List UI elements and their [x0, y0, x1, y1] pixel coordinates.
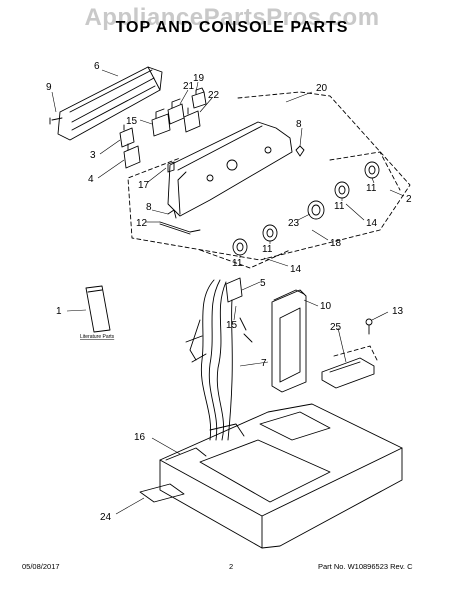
- knob-part-4: [123, 143, 141, 169]
- callout-14b: 14: [290, 264, 302, 275]
- lint-housing-part-25: [321, 357, 375, 389]
- connector-part-5: [225, 277, 243, 303]
- callout-15a: 15: [126, 116, 138, 127]
- knob-part-11d: [232, 238, 248, 256]
- literature-part-1: [85, 285, 111, 333]
- callout-11c: 11: [262, 244, 273, 255]
- callout-6: 6: [94, 61, 100, 72]
- switch-part-15a: [151, 108, 171, 137]
- callout-5: 5: [260, 278, 266, 289]
- callout-13: 13: [392, 306, 404, 317]
- callout-12: 12: [136, 218, 148, 229]
- callout-20: 20: [316, 83, 328, 94]
- callout-10: 10: [320, 301, 332, 312]
- knob-part-11c: [262, 224, 278, 242]
- knob-part-11b: [334, 181, 350, 199]
- callout-17: 17: [138, 180, 150, 191]
- callout-4: 4: [88, 174, 94, 185]
- page-title: TOP AND CONSOLE PARTS: [115, 19, 349, 36]
- switch-part-21: [167, 98, 185, 125]
- label-part-24: [139, 483, 185, 503]
- wire-harness-part-7: [185, 279, 253, 441]
- callout-18: 18: [330, 238, 342, 249]
- callout-11d: 11: [232, 258, 243, 269]
- callout-8b: 8: [146, 202, 152, 213]
- footer-page-number: 2: [229, 562, 234, 571]
- callout-11b: 11: [334, 201, 345, 212]
- callout-16: 16: [134, 432, 146, 443]
- footer-part-number: Part No. W10896523 Rev. C: [318, 562, 413, 571]
- callout-9: 9: [46, 82, 52, 93]
- callout-3: 3: [90, 150, 96, 161]
- knob-part-23: [307, 200, 325, 220]
- footer-date: 05/08/2017: [22, 562, 60, 571]
- watermark: AppliancePartsPros.com: [84, 4, 380, 31]
- callout-1: 1: [56, 306, 62, 317]
- console-housing-part-20: [167, 121, 293, 217]
- callout-15b: 15: [226, 320, 238, 331]
- callout-7: 7: [261, 358, 267, 369]
- callout-11a: 11: [366, 183, 377, 194]
- lint-filter-part-10: [271, 289, 307, 393]
- callout-22: 22: [208, 90, 220, 101]
- callout-21: 21: [183, 81, 195, 92]
- knob-part-11a: [364, 161, 380, 179]
- literature-parts-label: Literature Parts: [80, 334, 115, 340]
- callout-8a: 8: [296, 119, 302, 130]
- console-panel-part: [57, 66, 163, 141]
- callout-24: 24: [100, 512, 112, 523]
- rod-part-12: [159, 221, 201, 233]
- bracket-part-17: [167, 161, 175, 173]
- knob-part-3: [119, 124, 135, 148]
- callout-23: 23: [288, 218, 300, 229]
- callout-25: 25: [330, 322, 342, 333]
- callout-2: 2: [406, 194, 412, 205]
- dryer-top-part-16: [159, 403, 403, 549]
- callout-19: 19: [193, 73, 205, 84]
- callout-14a: 14: [366, 218, 378, 229]
- switch-part-22: [183, 107, 201, 133]
- screw-part-13: [365, 318, 373, 335]
